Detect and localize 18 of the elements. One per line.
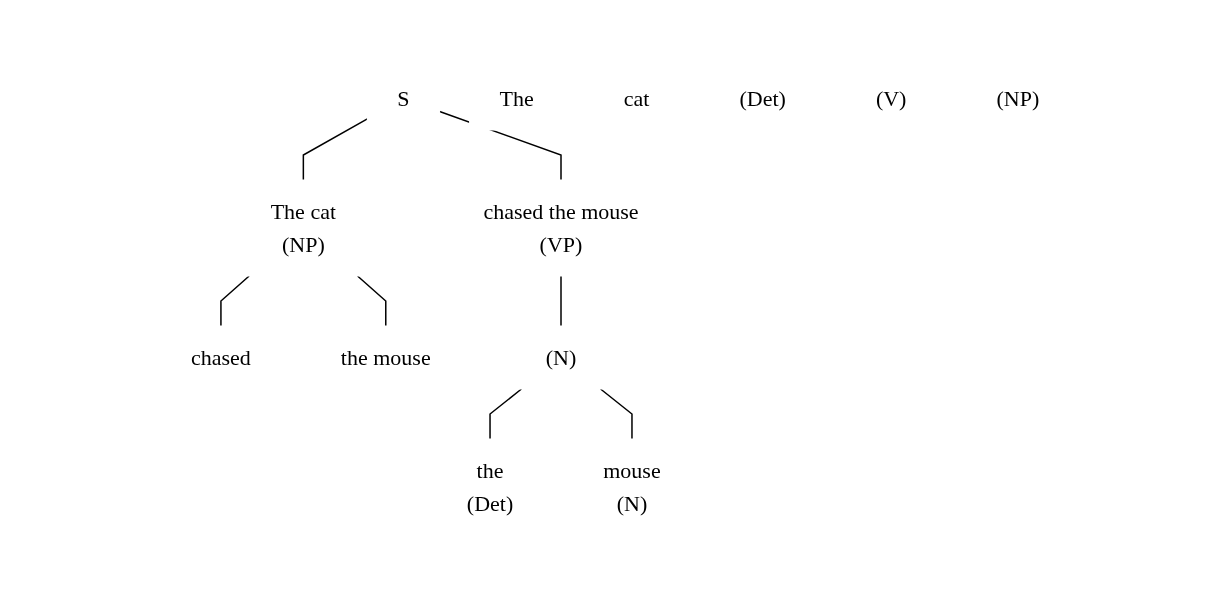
node-text: cat <box>623 85 650 111</box>
node-text: chased the mouse (VP) <box>483 198 639 257</box>
connector <box>356 274 387 327</box>
connector <box>489 387 523 440</box>
connector <box>302 117 368 181</box>
node-text: the mouse <box>340 344 431 370</box>
node-text: (V) <box>875 85 907 111</box>
node-text: mouse (N) <box>603 457 661 516</box>
connector <box>560 274 562 327</box>
node-text: chased <box>190 344 251 370</box>
node-text: the (Det) <box>466 457 514 516</box>
node-text: (Det) <box>739 85 786 111</box>
node-text: (N) <box>545 344 577 370</box>
connector <box>599 387 633 440</box>
node-text: S <box>397 85 410 111</box>
connector <box>220 274 250 327</box>
node-text: (NP) <box>996 85 1040 111</box>
node-text: The cat (NP) <box>270 198 336 257</box>
